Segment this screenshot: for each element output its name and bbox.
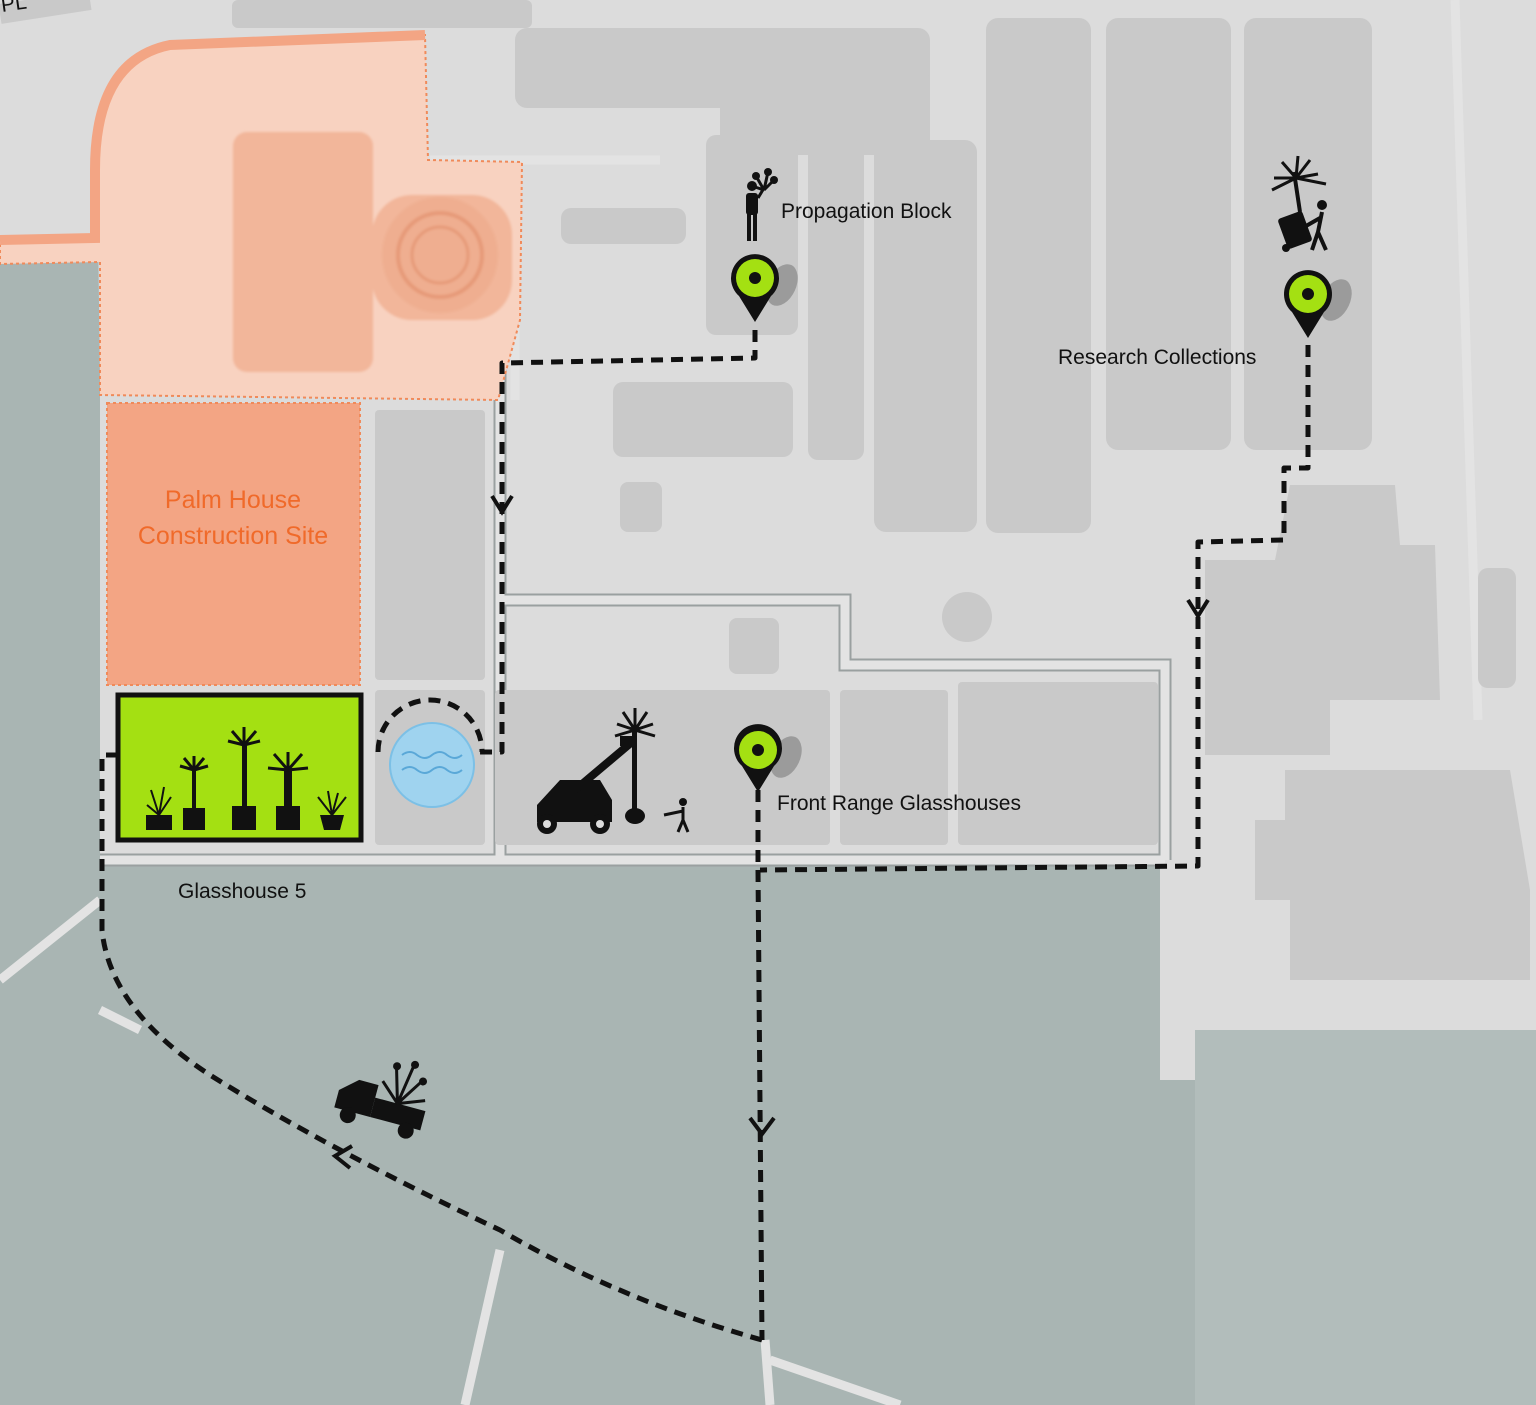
- top-road-label: PL: [0, 0, 28, 17]
- palm-house-footprint: [233, 132, 512, 372]
- construction-outline-road: [0, 30, 426, 245]
- propagation-block-label: Propagation Block: [781, 200, 952, 223]
- top-building-strip: [232, 0, 532, 28]
- pin-propagation-block[interactable]: [731, 254, 804, 322]
- construction-site-label-line2: Construction Site: [138, 522, 328, 550]
- telehandler-lifting-palm-icon: [537, 708, 690, 834]
- front-range-glasshouses-label: Front Range Glasshouses: [777, 792, 1021, 815]
- route-arrow-down-1: [490, 494, 514, 516]
- transport-routes: [99, 330, 1311, 1343]
- person-carrying-plant-icon: [746, 168, 778, 241]
- route-exit-loop: [99, 752, 763, 1343]
- glasshouse-5-label: Glasshouse 5: [178, 880, 306, 903]
- lawn-east-lower: [1195, 1030, 1536, 1405]
- truck-with-tree-icon: [334, 1060, 428, 1139]
- construction-site-zone: [106, 402, 361, 686]
- route-pond-arc: [375, 697, 485, 753]
- route-propagation: [480, 330, 758, 755]
- potted-palms-icon: [146, 727, 347, 830]
- top-road: [0, 0, 92, 24]
- route-arrow-down-3: [748, 1116, 776, 1138]
- pin-front-range-glasshouses[interactable]: [734, 724, 808, 792]
- route-arrow-left: [331, 1144, 354, 1170]
- route-research: [759, 345, 1311, 873]
- route-arrow-down-2: [1186, 598, 1210, 620]
- construction-site-label-line1: Palm House: [165, 486, 301, 514]
- research-collections-label: Research Collections: [1058, 346, 1256, 369]
- person-pushing-palm-trolley-icon: [1271, 155, 1328, 252]
- pin-research-collections[interactable]: [1284, 270, 1358, 338]
- route-front-range: [755, 790, 765, 1341]
- pond-water-icon: [389, 722, 475, 808]
